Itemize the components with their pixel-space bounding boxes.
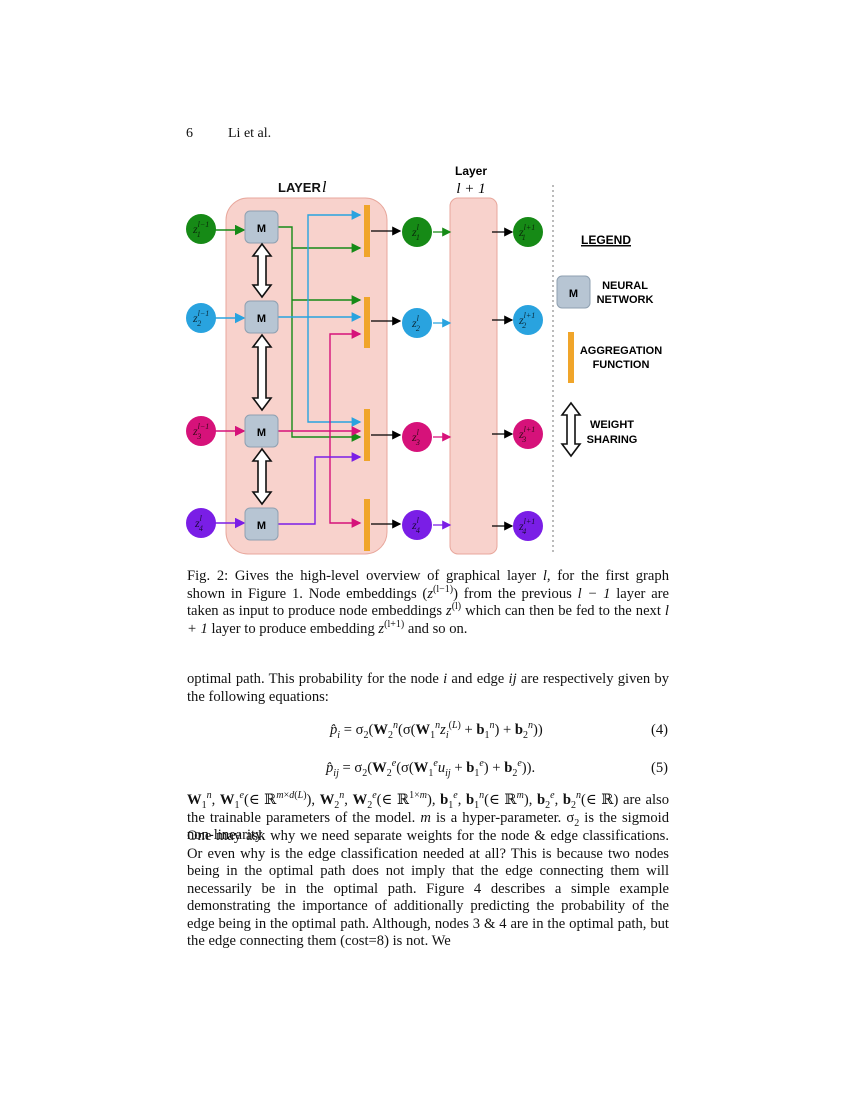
svg-text:LAYER: LAYER xyxy=(278,180,321,195)
module-m3: M xyxy=(244,414,279,448)
legend-nn-line2: NETWORK xyxy=(597,294,654,306)
layer-next-var: l + 1 xyxy=(456,181,485,197)
equation-4-number: (4) xyxy=(650,722,668,738)
svg-text:zl3: zl3 xyxy=(411,428,420,447)
legend-weight-sharing-icon xyxy=(560,401,582,458)
svg-text:zl4: zl4 xyxy=(411,516,420,535)
legend-ws-line2: SHARING xyxy=(587,434,638,446)
legend-nn-line1: NEURAL xyxy=(602,280,648,292)
legend: LEGEND M NEURAL NETWORK AGGREGATION FUNC… xyxy=(556,233,662,458)
svg-text:M: M xyxy=(257,427,266,439)
legend-ws-line1: WEIGHT xyxy=(590,419,634,431)
page-number: 6 xyxy=(186,126,193,141)
legend-title: LEGEND xyxy=(581,233,631,247)
svg-text:zl1: zl1 xyxy=(411,223,420,242)
page-header: 6 Li et al. xyxy=(186,126,271,142)
paragraph-intro: optimal path. This probability for the n… xyxy=(187,671,670,705)
module-m1: M xyxy=(244,210,279,244)
svg-text:zl4: zl4 xyxy=(194,514,203,533)
layer-l-box xyxy=(225,197,388,555)
running-head: Li et al. xyxy=(228,126,272,141)
paragraph-parameters: W1n, W1e(∈ ℝm×d(L)), W2n, W2e(∈ ℝ1×m), b… xyxy=(187,790,669,843)
legend-aggregation-icon xyxy=(568,332,574,383)
svg-text:M: M xyxy=(257,520,266,532)
equation-4: p̂i = σ2(W2n(σ(W1nzi(L) + b1n) + b2n)) xyxy=(330,720,543,741)
svg-text:zl2: zl2 xyxy=(411,314,420,333)
module-m4: M xyxy=(244,507,279,541)
legend-agg-line2: FUNCTION xyxy=(593,359,650,371)
svg-text:M: M xyxy=(257,313,266,325)
weight-sharing-arrow xyxy=(251,242,273,506)
legend-agg-line1: AGGREGATION xyxy=(580,345,662,357)
figure-2: LAYER l Layer l + 1 M M M M xyxy=(186,164,662,555)
layer-next-title: Layer xyxy=(455,164,487,178)
svg-text:M: M xyxy=(569,288,578,300)
layer-l-title: LAYER xyxy=(278,180,321,195)
aggregation-bars xyxy=(364,205,370,551)
module-m2: M xyxy=(244,300,279,334)
equation-5-number: (5) xyxy=(650,760,668,776)
layer-l-var: l xyxy=(322,179,327,196)
svg-text:M: M xyxy=(257,223,266,235)
figure-caption: Fig. 2: Gives the high-level overview of… xyxy=(187,568,670,637)
layer-next-box xyxy=(449,197,498,555)
legend-module-icon xyxy=(556,275,591,309)
paragraph-discussion: One may ask why we need separate weights… xyxy=(187,828,669,949)
equation-5: p̂ij = σ2(W2e(σ(W1euij + b1e) + b2e)). xyxy=(326,758,536,779)
